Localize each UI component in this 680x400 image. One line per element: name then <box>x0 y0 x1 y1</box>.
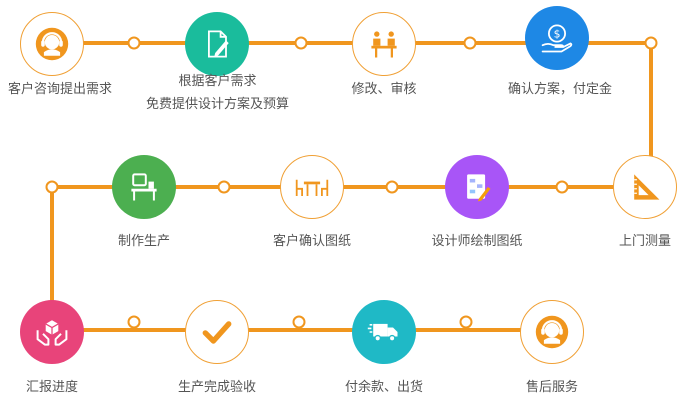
meeting-icon <box>371 31 397 58</box>
headset-agent-icon <box>35 27 69 61</box>
connector-dot <box>555 180 569 194</box>
connector-dot <box>463 36 477 50</box>
connector-dot <box>294 36 308 50</box>
connector-dot <box>127 36 141 50</box>
step-4-label: 确认方案，付定金 <box>507 82 612 97</box>
connector-dot <box>385 180 399 194</box>
customer-service-icon <box>535 315 569 349</box>
step-3-label: 修改、审核 <box>351 82 417 97</box>
connector-dot <box>459 315 473 329</box>
step-11-node <box>352 300 416 364</box>
connector-dot <box>127 315 141 329</box>
connector-dot <box>217 180 231 194</box>
delivery-truck-icon <box>367 323 398 342</box>
step-5-label: 上门测量 <box>618 234 671 249</box>
hands-box-icon <box>36 320 68 346</box>
connector-dot <box>45 180 59 194</box>
step-1-label: 客户咨询提出需求 <box>7 82 112 97</box>
checkmark-icon <box>202 321 232 344</box>
step-5-node <box>613 155 677 219</box>
svg-text:$: $ <box>554 28 561 41</box>
step-3-node <box>352 12 416 76</box>
connector-dot <box>292 315 306 329</box>
document-pen-icon <box>208 30 229 58</box>
table-chairs-icon <box>295 179 329 196</box>
set-square-icon <box>634 174 660 200</box>
step-1-node <box>20 12 84 76</box>
step-6-node <box>445 155 509 219</box>
step-8-node <box>112 155 176 219</box>
step-2-label-line2: 免费提供设计方案及预算 <box>145 97 289 112</box>
step-9-node <box>20 300 84 364</box>
step-11-label: 付余款、出货 <box>344 380 423 395</box>
drawing-board-icon <box>467 174 491 202</box>
step-7-label: 客户确认图纸 <box>272 234 351 249</box>
step-10-label: 生产完成验收 <box>177 380 256 395</box>
step-8-label: 制作生产 <box>117 234 170 249</box>
step-12-node <box>520 300 584 364</box>
step-7-node <box>280 155 344 219</box>
step-2-node <box>185 12 249 76</box>
connector-dot <box>644 36 658 50</box>
desk-workstation-icon <box>131 173 157 201</box>
step-2-label: 根据客户需求 <box>178 74 257 89</box>
step-9-label: 汇报进度 <box>25 380 78 395</box>
step-12-label: 售后服务 <box>525 380 578 395</box>
money-hand-icon: $ <box>541 24 573 53</box>
step-6-label: 设计师绘制图纸 <box>431 234 523 249</box>
step-10-node <box>185 300 249 364</box>
step-4-node: $ <box>525 6 589 70</box>
